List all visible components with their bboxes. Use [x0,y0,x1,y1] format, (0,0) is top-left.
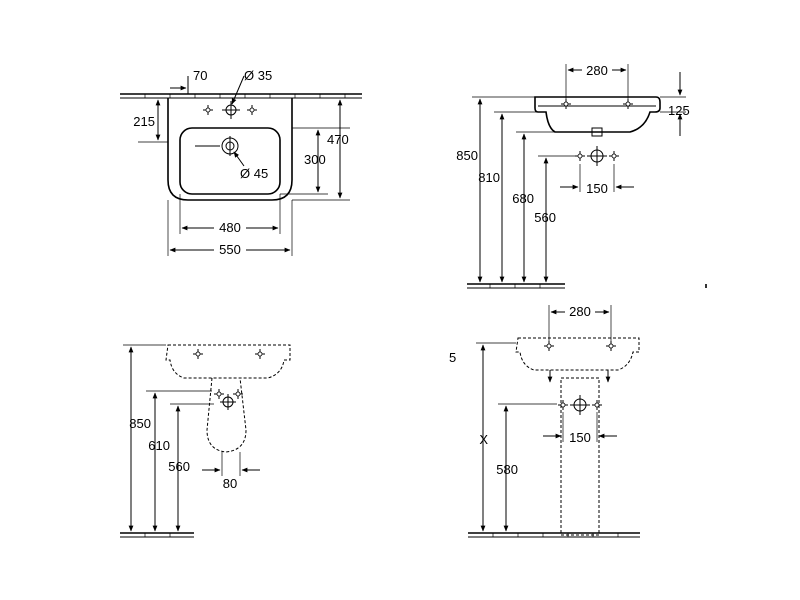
side-view: 280 125 850 810 680 560 [456,62,707,289]
dim-850-semi: 850 [129,416,151,431]
supply-hole-icon [557,395,603,415]
dim-610: 610 [148,438,170,453]
basin-profile [534,96,661,133]
dim-810: 810 [478,170,500,185]
floor-line [468,532,640,538]
basin-bowl [179,127,281,195]
dim-470: 470 [327,132,349,147]
wall-line [120,93,362,99]
dim-80: 80 [223,476,237,491]
tap-hole-icon [560,98,634,110]
dim-580: 580 [496,462,518,477]
dim-x: X [479,432,488,447]
dim-560-semi: 560 [168,459,190,474]
dim-850-side: 850 [456,148,478,163]
dim-550: 550 [219,242,241,257]
dim-680: 680 [512,191,534,206]
floor-line [120,532,194,538]
supply-hole-icon [574,146,620,166]
tap-hole-icon [192,348,266,360]
dim-280-pedestal: 280 [569,304,591,319]
basin-outline [515,337,640,371]
tap-hole-icon [202,101,258,119]
basin-outline [167,98,293,201]
drain-icon [195,136,239,156]
top-view: 70 Ø 35 215 470 300 Ø 45 480 550 [120,68,362,257]
dim-300: 300 [304,152,326,167]
semi-pedestal-view: 850 610 560 80 [120,344,291,538]
dim-150-side: 150 [586,181,608,196]
floor-line [467,283,707,289]
supply-hole-icon [213,388,244,410]
tap-hole-icon [543,340,617,352]
dim-480: 480 [219,220,241,235]
dim-5: 5 [449,350,456,365]
basin-outline [165,344,291,379]
dim-70: 70 [193,68,207,83]
dim-560-side: 560 [534,210,556,225]
pedestal [560,377,600,536]
dim-diameter-35: Ø 35 [244,68,272,83]
dim-125: 125 [668,103,690,118]
semi-pedestal [206,377,247,453]
dim-215: 215 [133,114,155,129]
dim-150-pedestal: 150 [569,430,591,445]
arrow-down-icon [547,370,611,383]
pedestal-view: 280 5 X 580 150 [449,304,640,538]
dim-diameter-45: Ø 45 [240,166,268,181]
dim-280-side: 280 [586,63,608,78]
